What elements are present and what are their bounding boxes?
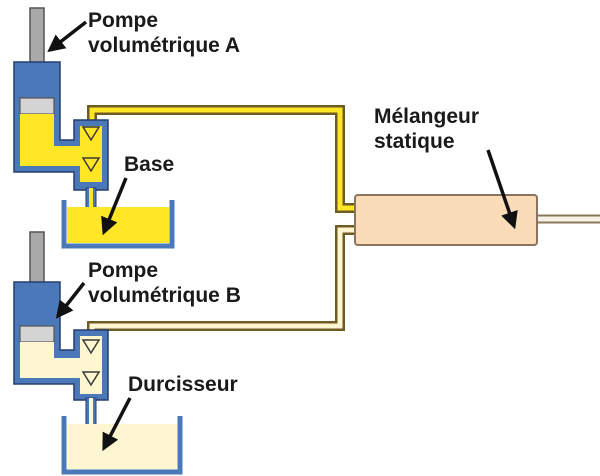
label-pump-a-line2: volumétrique A <box>88 34 241 57</box>
arrow-pump-a <box>47 20 88 53</box>
base-container <box>61 200 175 249</box>
arrow-mixer <box>486 149 518 230</box>
pump-a-channel <box>54 146 88 166</box>
pump-b-valve-bottom <box>81 371 101 387</box>
label-hardener: Durcisseur <box>128 373 238 396</box>
static-mixer <box>354 194 538 246</box>
pump-b <box>13 231 109 449</box>
label-base: Base <box>124 153 175 176</box>
pump-a-valve-body <box>80 126 102 182</box>
label-mixer-line2: statique <box>374 130 455 153</box>
pump-a-valve-bottom <box>81 157 101 173</box>
label-pump-a-line1: Pompe <box>88 9 159 32</box>
label-arrows <box>47 20 518 452</box>
pump-a-chamber-base <box>20 114 54 166</box>
base-liquid <box>67 207 169 243</box>
arrow-hardener <box>102 397 132 452</box>
pump-a-valve-top <box>81 126 101 142</box>
label-pump-b-line1: Pompe <box>88 259 159 282</box>
arrow-base <box>101 177 128 236</box>
pipe-a <box>87 105 362 213</box>
hardener-liquid <box>67 424 177 469</box>
arrow-pump-b <box>55 281 86 319</box>
hardener-container <box>61 416 183 475</box>
pump-b-chamber-hardener <box>20 342 54 378</box>
label-mixer-line1: Mélangeur <box>374 105 480 128</box>
pump-b-valve-top <box>81 339 101 355</box>
pump-b-channel <box>54 358 88 378</box>
label-pump-b-line2: volumétrique B <box>88 284 241 307</box>
pump-a-plunger-head <box>19 97 55 115</box>
pump-b-plunger-head <box>19 325 55 343</box>
pump-b-valve-body <box>80 336 102 394</box>
